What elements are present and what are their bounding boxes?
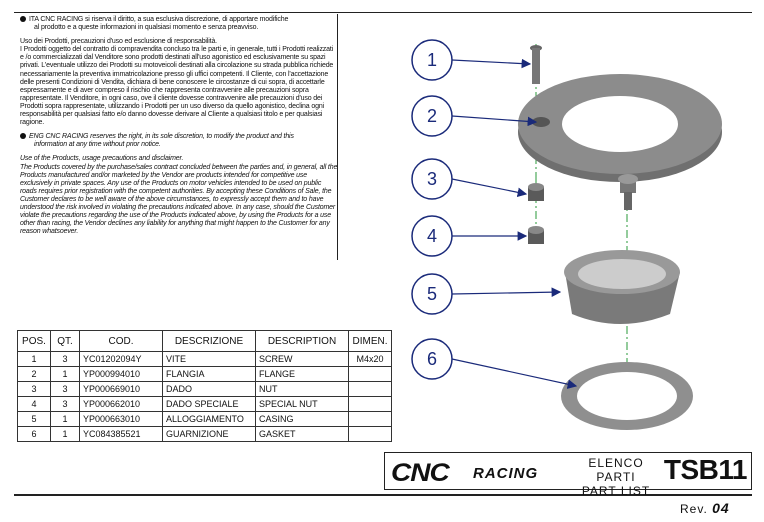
cell-description: NUT: [255, 381, 349, 397]
callout-leader: [451, 178, 528, 198]
callout-number: 1: [427, 50, 437, 70]
cell-descrizione: GUARNIZIONE: [162, 426, 256, 442]
header-pos: POS.: [17, 330, 51, 352]
part-list: PART LIST: [581, 484, 651, 498]
part-flange: [518, 74, 722, 182]
bullet-icon: [20, 133, 26, 140]
cell-cod: YP000662010: [79, 396, 163, 412]
eng-lead-text: ENG CNC RACING reserves the right, in it…: [29, 133, 294, 141]
ita-title: Uso dei Prodotti, precauzioni d'uso ed e…: [20, 38, 217, 46]
cell-dimen: [348, 426, 392, 442]
cell-cod: YC01202094Y: [79, 351, 163, 367]
revision-value: 04: [712, 500, 730, 516]
part-gasket: [561, 362, 693, 430]
cell-description: CASING: [255, 411, 349, 427]
callout-number: 2: [427, 106, 437, 126]
cell-description: SPECIAL NUT: [255, 396, 349, 412]
callout-circle: [411, 95, 453, 137]
callout-number: 3: [427, 169, 437, 189]
cell-pos: 3: [17, 381, 51, 397]
cell-pos: 4: [17, 396, 51, 412]
title-block: CNC RACING ELENCO PARTI PART LIST TSB11: [384, 452, 752, 498]
part-nut: [528, 183, 544, 201]
callout-leader: [451, 115, 538, 127]
callout-number: 5: [427, 284, 437, 304]
table-header-row: POS. QT. COD. DESCRIZIONE DESCRIPTION DI…: [17, 330, 392, 352]
eng-body: The Products covered by the purchase/sal…: [20, 163, 338, 236]
cell-description: SCREW: [255, 351, 349, 367]
callout-circle: [411, 158, 453, 200]
cell-description: FLANGE: [255, 366, 349, 382]
exploded-drawing: 1 2 3 4 5 6: [411, 39, 722, 430]
disclaimer-divider: [337, 14, 338, 260]
callout-circle: [411, 215, 453, 257]
parts-table: POS. QT. COD. DESCRIZIONE DESCRIPTION DI…: [17, 330, 392, 442]
ita-lead-text-2: al prodotto e a queste informazioni in q…: [34, 24, 259, 32]
product-code: TSB11: [663, 454, 748, 485]
part-special-nut: [528, 226, 544, 244]
callout-leader: [451, 58, 532, 69]
ita-section: Uso dei Prodotti, precauzioni d'uso ed e…: [20, 38, 338, 127]
part-casing: [564, 250, 680, 324]
cell-descrizione: DADO: [162, 381, 256, 397]
callout-number: 6: [427, 349, 437, 369]
part-screw: [530, 45, 542, 84]
cell-cod: YP000663010: [79, 411, 163, 427]
cell-qt: 1: [50, 366, 80, 382]
eng-lead-text-2: information at any time without prior no…: [34, 141, 161, 149]
cell-pos: 5: [17, 411, 51, 427]
cell-cod: YP000669010: [79, 381, 163, 397]
bullet-icon: [20, 16, 26, 23]
cell-cod: YC084385521: [79, 426, 163, 442]
callouts: 1 2 3 4 5 6: [411, 39, 578, 389]
cell-descrizione: DADO SPECIALE: [162, 396, 256, 412]
cnc-logo: CNC: [391, 458, 450, 487]
cell-qt: 3: [50, 396, 80, 412]
cell-pos: 6: [17, 426, 51, 442]
callout-leader: [451, 287, 562, 297]
header-cod: COD.: [79, 330, 163, 352]
frame-top-rule: [14, 12, 752, 13]
ita-lead-text: ITA CNC RACING si riserva il diritto, a …: [29, 16, 289, 23]
cell-qt: 1: [50, 426, 80, 442]
cell-qt: 1: [50, 411, 80, 427]
cell-qt: 3: [50, 351, 80, 367]
callout-leader: [451, 358, 578, 389]
callout-circle: [411, 273, 453, 315]
frame-bottom-rule: [14, 494, 752, 496]
header-qt: QT.: [50, 330, 80, 352]
callout-circle: [411, 338, 453, 380]
header-descrizione: DESCRIZIONE: [162, 330, 256, 352]
cell-pos: 1: [17, 351, 51, 367]
ita-body: I Prodotti oggetto del contratto di comp…: [20, 46, 334, 127]
disclaimer-block: ITA CNC RACING si riserva il diritto, a …: [20, 16, 338, 242]
revision-label: Rev.: [680, 502, 708, 516]
racing-logo-text: RACING: [473, 465, 539, 482]
cell-descrizione: VITE: [162, 351, 256, 367]
cell-description: GASKET: [255, 426, 349, 442]
callout-number: 4: [427, 226, 437, 246]
cell-qt: 3: [50, 381, 80, 397]
callout-circle: [411, 39, 453, 81]
elenco-parti: ELENCO PARTI: [588, 456, 644, 484]
eng-title: Use of the Products, usage precautions a…: [20, 155, 184, 163]
ita-lead: ITA CNC RACING si riserva il diritto, a …: [20, 16, 338, 32]
header-description: DESCRIPTION: [255, 330, 349, 352]
cell-descrizione: FLANGIA: [162, 366, 256, 382]
eng-section: Use of the Products, usage precautions a…: [20, 155, 338, 236]
part-list-label: ELENCO PARTI PART LIST: [571, 456, 661, 498]
cell-cod: YP000994010: [79, 366, 163, 382]
eng-lead: ENG CNC RACING reserves the right, in it…: [20, 133, 338, 149]
part-nut-under-flange: [618, 174, 638, 210]
cell-pos: 2: [17, 366, 51, 382]
cell-descrizione: ALLOGGIAMENTO: [162, 411, 256, 427]
revision: Rev. 04: [680, 500, 730, 516]
